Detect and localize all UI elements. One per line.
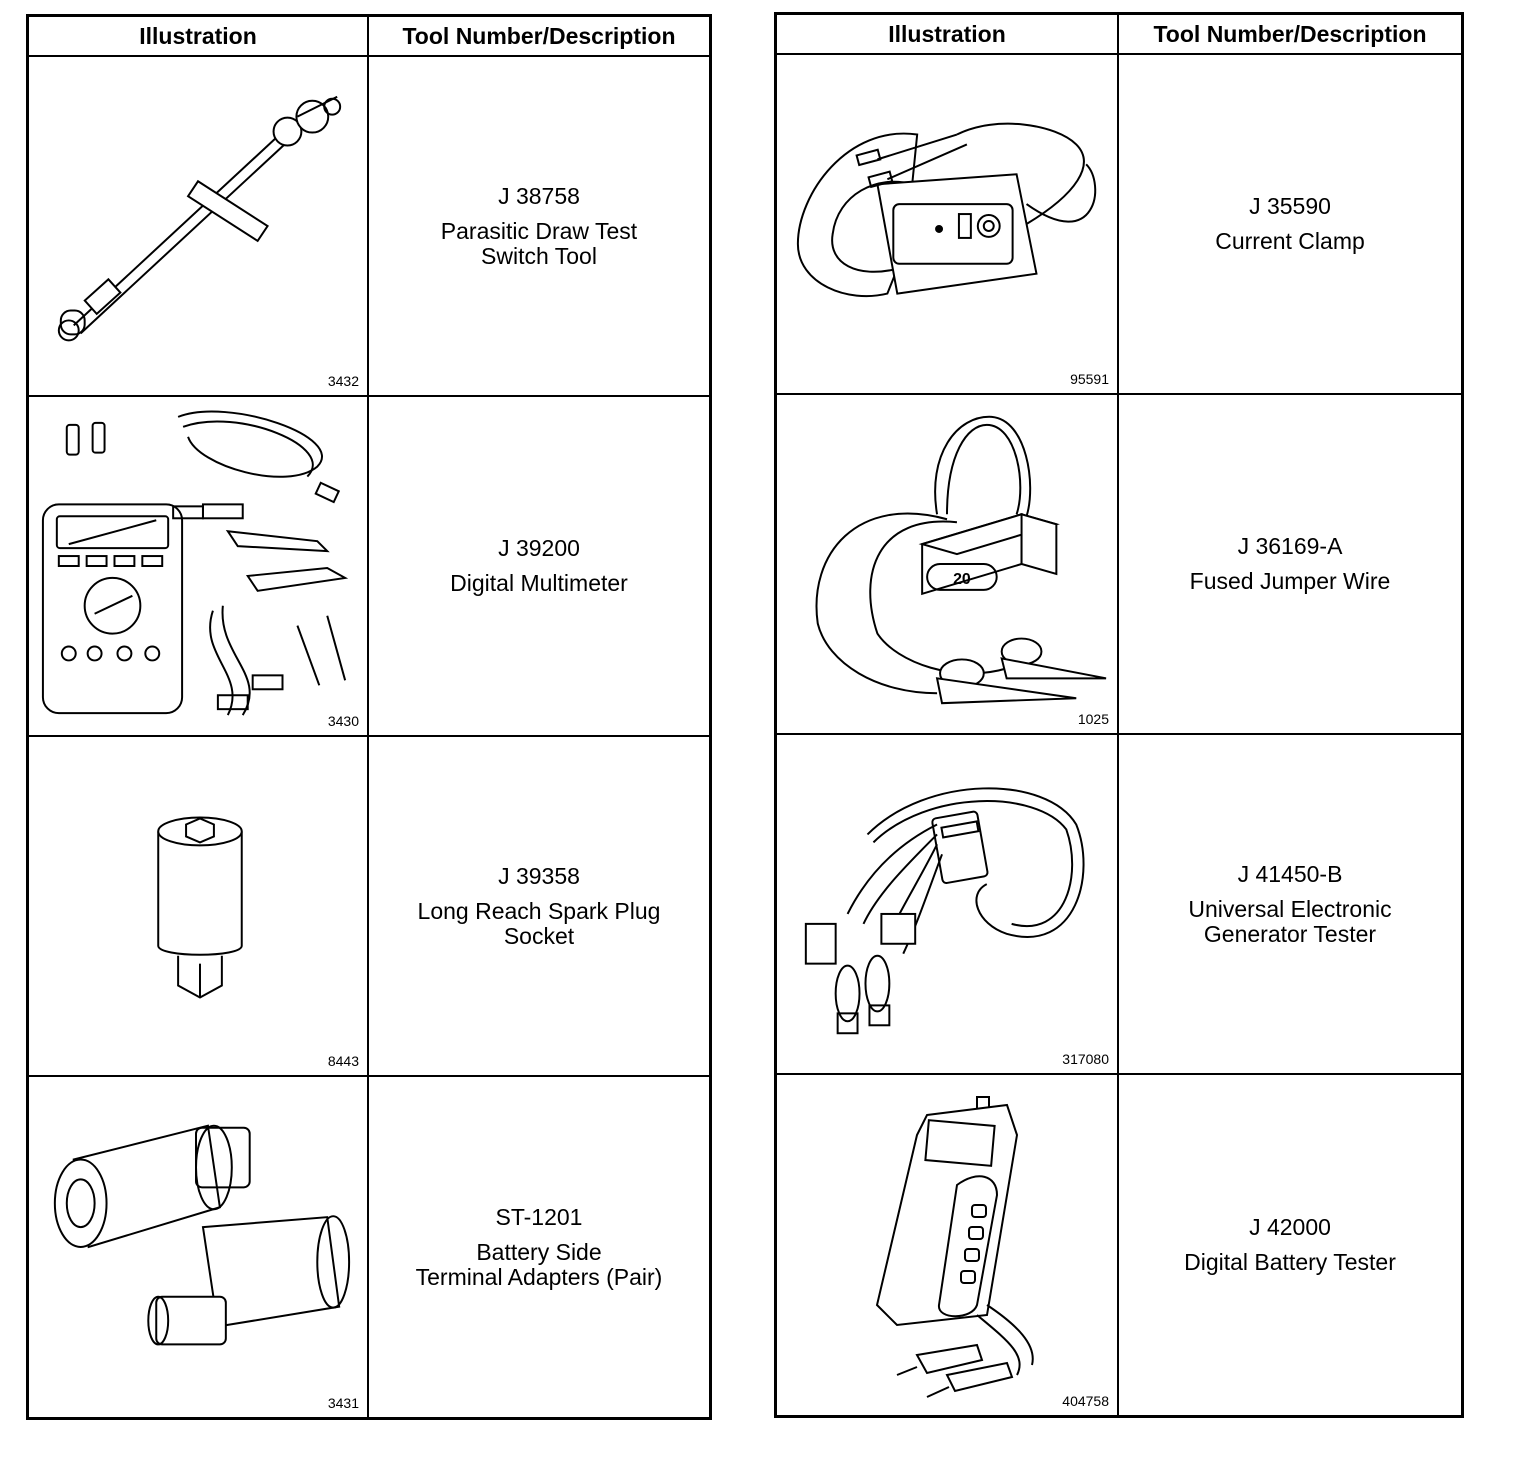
figure-number: 3430 bbox=[327, 713, 359, 729]
tool-description: Digital Multimeter bbox=[450, 570, 628, 596]
figure-number: 8443 bbox=[327, 1053, 359, 1069]
tool-number: J 39200 bbox=[498, 535, 580, 561]
tool-description: Fused Jumper Wire bbox=[1189, 568, 1391, 594]
battery-tester-icon bbox=[875, 1096, 1034, 1398]
tool-table-left: Illustration Tool Number/Description 343… bbox=[26, 14, 712, 1420]
tool-number: J 36169-A bbox=[1237, 533, 1343, 559]
spark-plug-socket-icon bbox=[157, 816, 243, 999]
terminal-adapters-icon bbox=[53, 1124, 351, 1346]
tool-description: Long Reach Spark Plug Socket bbox=[417, 897, 661, 949]
tool-description: Battery Side Terminal Adapters (Pair) bbox=[415, 1238, 663, 1290]
illustration-cell: 404758 bbox=[777, 1075, 1119, 1415]
fused-jumper-wire-icon: 20 bbox=[815, 415, 1107, 705]
tool-number: J 41450-B bbox=[1237, 860, 1343, 887]
figure-number: 1025 bbox=[1077, 711, 1109, 727]
tool-table-right: Illustration Tool Number/Description 955… bbox=[774, 12, 1464, 1418]
tool-description-cell: J 42000 Digital Battery Tester bbox=[1119, 1075, 1461, 1415]
tool-description-cell: J 39358 Long Reach Spark Plug Socket bbox=[369, 737, 709, 1077]
tool-description: Current Clamp bbox=[1215, 228, 1365, 254]
figure-number: 3431 bbox=[327, 1395, 359, 1411]
parasitic-draw-switch-icon bbox=[57, 95, 342, 342]
illustration-cell: 317080 bbox=[777, 735, 1119, 1075]
tool-number: J 42000 bbox=[1249, 1214, 1331, 1240]
tool-number: J 35590 bbox=[1249, 193, 1331, 219]
illustration-cell: 3430 bbox=[29, 397, 369, 737]
illustration-cell: 3432 bbox=[29, 57, 369, 397]
multimeter-icon bbox=[41, 410, 349, 716]
tool-description-cell: J 41450-B Universal Electronic Generator… bbox=[1119, 735, 1461, 1075]
header-tool-number: Tool Number/Description bbox=[1119, 15, 1461, 55]
illustration-cell: 95591 bbox=[777, 55, 1119, 395]
current-clamp-icon bbox=[796, 122, 1097, 298]
tool-description-cell: J 35590 Current Clamp bbox=[1119, 55, 1461, 395]
tool-number: ST-1201 bbox=[495, 1203, 583, 1230]
header-illustration: Illustration bbox=[29, 17, 369, 57]
illustration-cell: 20 1025 bbox=[777, 395, 1119, 735]
tool-description: Universal Electronic Generator Tester bbox=[1188, 895, 1392, 947]
tool-description-cell: J 38758 Parasitic Draw Test Switch Tool bbox=[369, 57, 709, 397]
header-tool-number: Tool Number/Description bbox=[369, 17, 709, 57]
figure-number: 95591 bbox=[1070, 371, 1109, 387]
tool-description-cell: J 36169-A Fused Jumper Wire bbox=[1119, 395, 1461, 735]
generator-tester-icon bbox=[804, 787, 1085, 1035]
header-illustration: Illustration bbox=[777, 15, 1119, 55]
figure-number: 317080 bbox=[1062, 1051, 1109, 1067]
tool-description-cell: J 39200 Digital Multimeter bbox=[369, 397, 709, 737]
tool-number: J 39358 bbox=[498, 862, 580, 889]
tool-description: Parasitic Draw Test Switch Tool bbox=[440, 217, 638, 269]
figure-number: 3432 bbox=[327, 373, 359, 389]
figure-number: 404758 bbox=[1062, 1393, 1109, 1409]
illustration-cell: 8443 bbox=[29, 737, 369, 1077]
tool-description-cell: ST-1201 Battery Side Terminal Adapters (… bbox=[369, 1077, 709, 1417]
tool-number: J 38758 bbox=[498, 182, 580, 209]
tool-description: Digital Battery Tester bbox=[1184, 1249, 1396, 1275]
fuse-label: 20 bbox=[953, 571, 971, 588]
illustration-cell: 3431 bbox=[29, 1077, 369, 1417]
